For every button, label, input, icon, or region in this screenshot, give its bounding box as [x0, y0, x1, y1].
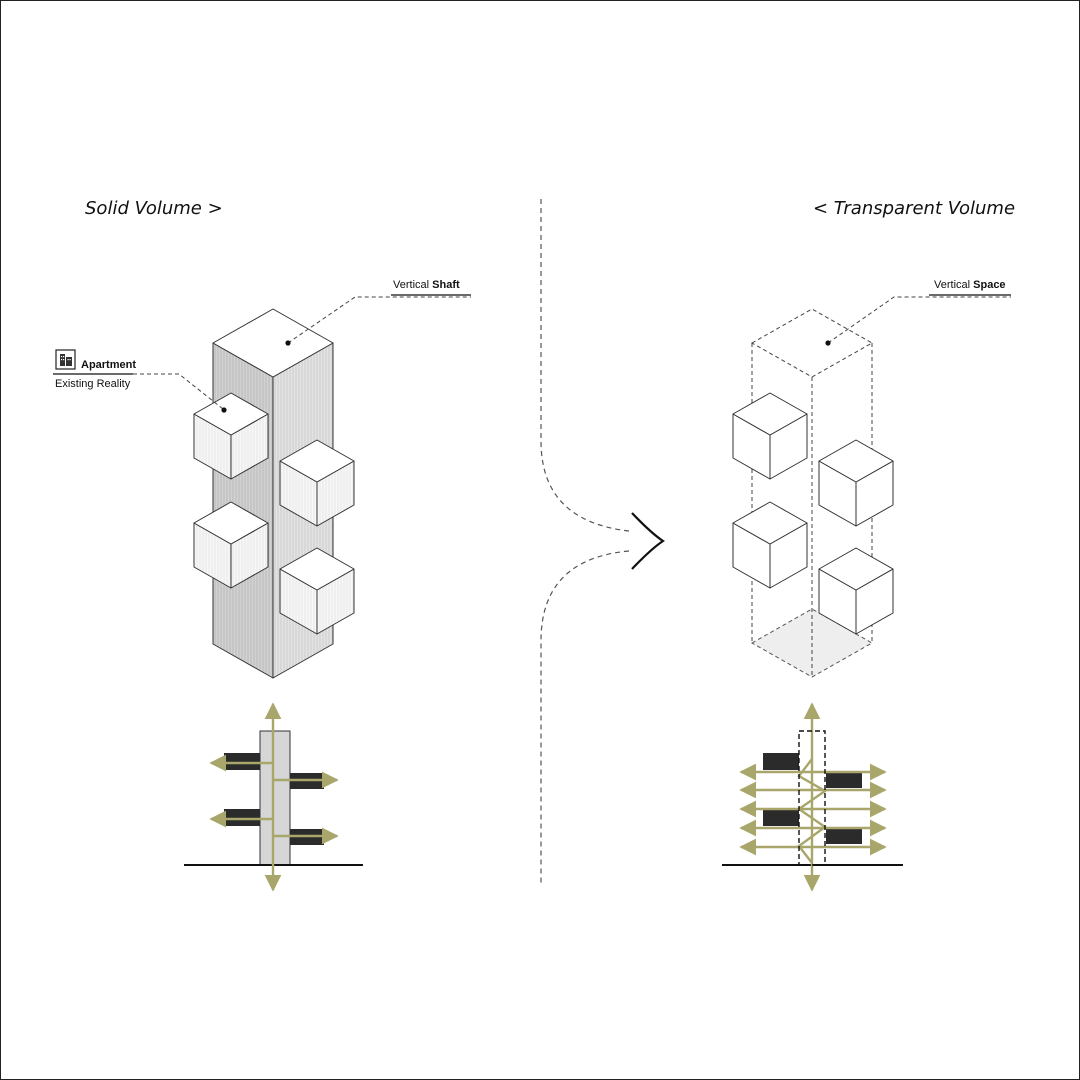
apartment-building-icon [55, 349, 76, 370]
solid-section-block [224, 809, 260, 826]
solid-cube-4 [279, 547, 355, 635]
transparent-section-block [826, 827, 862, 844]
transparent-cube-3 [732, 501, 808, 589]
callout-apartment-title-text: Apartment [81, 359, 137, 371]
transparent-section-block [763, 809, 799, 826]
center-divider [540, 199, 630, 886]
apartment-leader [53, 373, 227, 413]
transparent-cube-4 [818, 547, 894, 635]
space-leader [825, 294, 1011, 346]
callout-vertical-space: Vertical Space [934, 279, 1006, 291]
callout-vertical-shaft: Vertical Shaft [393, 279, 460, 291]
transparent-section-shaft [798, 730, 826, 866]
callout-vertical-shaft-bold: Shaft [432, 279, 460, 291]
callout-vertical-shaft-prefix: Vertical [393, 279, 430, 291]
solid-section-block [224, 753, 260, 770]
callout-apartment-subtitle: Existing Reality [55, 378, 131, 390]
heading-solid-volume: Solid Volume > [85, 198, 223, 219]
transparent-section-block [826, 771, 862, 788]
solid-section [184, 702, 363, 892]
transparent-section [722, 702, 903, 892]
heading-transparent-volume: < Transparent Volume [813, 198, 1016, 219]
transparent-section-block [763, 753, 799, 770]
callout-apartment-title: Apartment [81, 359, 136, 371]
transparent-cube-1 [732, 392, 808, 480]
callout-vertical-space-bold: Space [973, 279, 1006, 291]
solid-cube-1 [193, 392, 269, 480]
solid-section-shaft [259, 730, 291, 866]
transparent-cube-2 [818, 439, 894, 527]
solid-cube-2 [279, 439, 355, 527]
transition-arrow-icon [631, 512, 665, 570]
solid-cube-3 [193, 501, 269, 589]
shaft-leader [285, 294, 471, 346]
callout-vertical-space-prefix: Vertical [934, 279, 971, 291]
solid-tower-top-face [212, 308, 334, 378]
